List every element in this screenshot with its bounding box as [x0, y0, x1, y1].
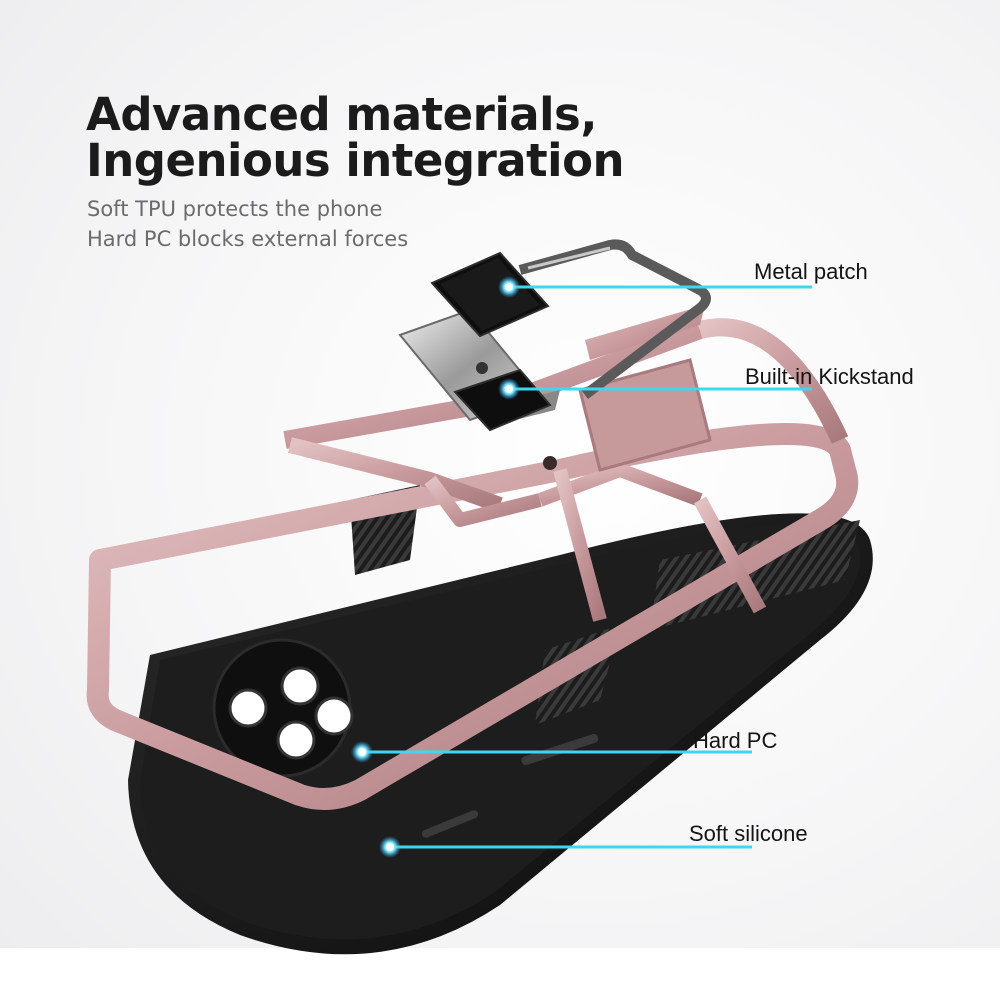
callout-label-metal-patch: Metal patch — [754, 259, 868, 284]
metal-patch — [430, 251, 552, 432]
headline-line-1: Advanced materials, — [86, 88, 597, 141]
headline: Advanced materials, Ingenious integratio… — [86, 88, 625, 187]
camera-lens-icon — [280, 666, 320, 706]
subheadline-line-1: Soft TPU protects the phone — [87, 197, 383, 221]
callout-label-kickstand: Built-in Kickstand — [745, 364, 914, 389]
camera-module — [212, 638, 354, 778]
soft-silicone-case — [128, 485, 873, 955]
camera-lens-icon — [228, 688, 268, 728]
headline-line-2: Ingenious integration — [86, 134, 625, 187]
camera-lens-icon — [314, 696, 354, 736]
callout-dots — [351, 276, 520, 858]
camera-lens-icon — [276, 720, 316, 760]
callout-label-soft-silicone: Soft silicone — [689, 821, 808, 846]
subheadline-line-2: Hard PC blocks external forces — [87, 227, 409, 251]
callout-lines — [362, 285, 812, 849]
footer-band — [0, 948, 1000, 1000]
subheadline: Soft TPU protects the phone Hard PC bloc… — [87, 194, 408, 254]
carbon-panel-right — [650, 520, 860, 630]
callout-label-hard-pc: Hard PC — [693, 728, 778, 753]
